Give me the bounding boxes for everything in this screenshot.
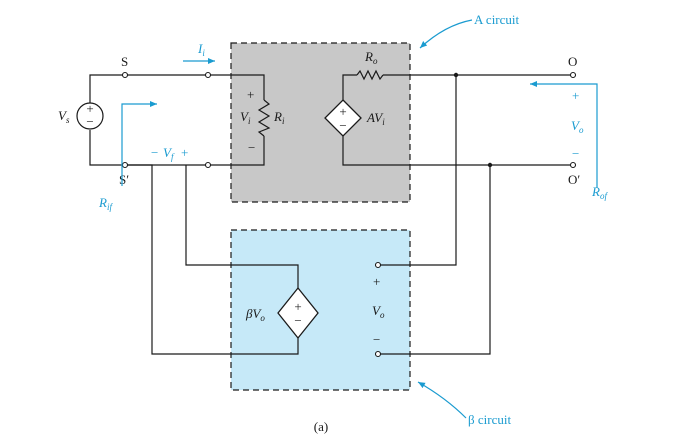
terminal-s-label: S bbox=[121, 54, 128, 69]
dep-b-plus: + bbox=[294, 299, 301, 314]
dependent-source-a bbox=[324, 99, 362, 137]
beta-vo-minus: − bbox=[373, 332, 380, 347]
ro-resistor bbox=[356, 69, 384, 81]
beta-circuit-label: β circuit bbox=[468, 412, 511, 427]
vo-out-label: Vo bbox=[571, 118, 584, 135]
source-plus: + bbox=[86, 101, 93, 116]
beta-circuit-callout-arrow bbox=[417, 381, 467, 419]
vf-plus: + bbox=[181, 145, 188, 160]
dep-a-plus: + bbox=[339, 104, 346, 119]
terminal-op-dot bbox=[569, 161, 577, 169]
a-input-node-top bbox=[204, 71, 212, 79]
ri-label: Ri bbox=[273, 109, 285, 126]
vo-out-minus: − bbox=[572, 146, 579, 161]
rof-indicator bbox=[530, 81, 598, 188]
dependent-source-beta bbox=[277, 286, 319, 340]
beta-vo-plus: + bbox=[373, 274, 380, 289]
beta-node-top bbox=[374, 261, 382, 269]
a-circuit-callout-arrow bbox=[419, 19, 473, 49]
terminal-o-dot bbox=[569, 71, 577, 79]
av-label: AVi bbox=[366, 110, 385, 127]
beta-node-bottom bbox=[374, 350, 382, 358]
input-wiring bbox=[89, 74, 299, 355]
figure-caption: (a) bbox=[314, 419, 328, 434]
rif-label: Rif bbox=[98, 195, 113, 212]
terminal-o-label: O bbox=[568, 54, 577, 69]
input-current-label: Ii bbox=[197, 41, 205, 58]
vi-minus: − bbox=[248, 140, 255, 155]
vf-label: Vf bbox=[163, 145, 175, 162]
a-input-node-bottom bbox=[204, 161, 212, 169]
terminal-sp-dot bbox=[121, 161, 129, 169]
vi-plus: + bbox=[247, 87, 254, 102]
a-output-wiring bbox=[342, 74, 573, 166]
vf-minus: − bbox=[151, 145, 158, 160]
bvo-label: βVo bbox=[245, 306, 265, 323]
source-vs-circle bbox=[76, 102, 104, 130]
a-circuit-label: A circuit bbox=[474, 12, 520, 27]
terminal-sp-label: S′ bbox=[119, 172, 129, 187]
source-vs-label: Vs bbox=[58, 108, 70, 125]
ri-resistor bbox=[257, 99, 271, 137]
source-minus: − bbox=[86, 114, 93, 129]
rof-label: Rof bbox=[591, 184, 608, 201]
rif-indicator bbox=[121, 101, 157, 186]
terminal-s-dot bbox=[121, 71, 129, 79]
vo-out-plus: + bbox=[572, 88, 579, 103]
terminal-op-label: O′ bbox=[568, 172, 580, 187]
vi-label: Vi bbox=[240, 109, 251, 126]
ro-label: Ro bbox=[364, 49, 378, 66]
dep-b-minus: − bbox=[294, 313, 301, 328]
dep-a-minus: − bbox=[339, 118, 346, 133]
beta-vo-label: Vo bbox=[372, 303, 385, 320]
feedback-wiring bbox=[378, 75, 491, 355]
beta-circuit-box bbox=[230, 229, 411, 391]
